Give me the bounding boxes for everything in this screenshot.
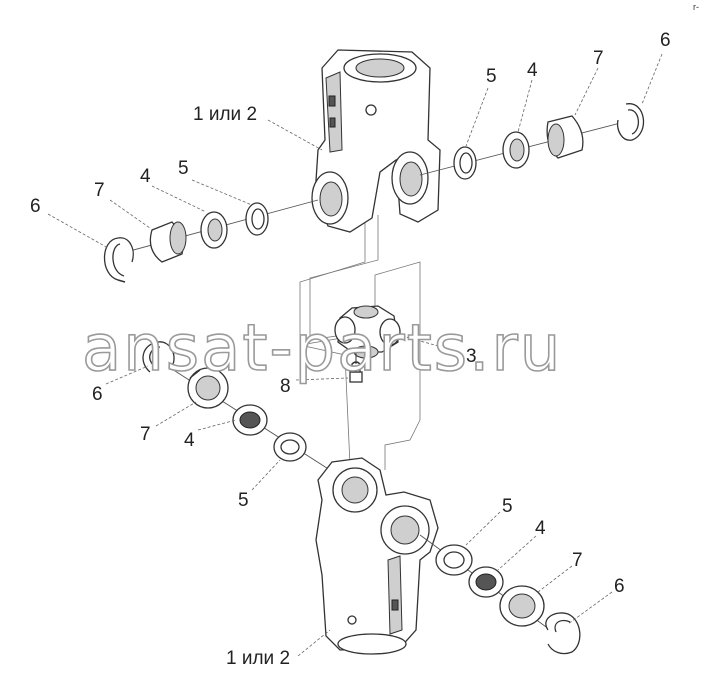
label-lower-right-seal: 4 — [535, 518, 546, 539]
lower-left-washer — [273, 432, 307, 462]
lower-right-washer — [435, 544, 473, 576]
label-lower-left-cup: 7 — [140, 424, 151, 445]
label-upper-left-seal: 4 — [140, 166, 151, 187]
lower-right-seal — [468, 566, 504, 598]
callout-labels: 1 или 2 5 4 7 6 6 7 4 5 3 8 6 7 4 5 5 4 … — [30, 30, 671, 669]
watermark-text: ansat-parts.ru — [82, 312, 562, 386]
upper-left-cup — [149, 221, 187, 263]
lower-left-cup — [187, 367, 229, 409]
label-upper-left-cup: 7 — [94, 180, 105, 201]
lower-right-snap-ring — [545, 612, 581, 655]
label-cross-spider: 3 — [466, 346, 477, 367]
label-lower-left-snap-ring: 6 — [92, 384, 103, 405]
label-upper-yoke: 1 или 2 — [193, 104, 257, 125]
upper-left-washer — [245, 202, 269, 236]
label-lower-yoke: 1 или 2 — [226, 648, 290, 669]
cross-spider — [334, 305, 401, 359]
lower-right-cup — [499, 585, 545, 627]
label-grease-fitting: 8 — [280, 376, 291, 397]
label-lower-right-cup: 7 — [572, 550, 583, 571]
label-upper-left-washer: 5 — [178, 158, 189, 179]
label-upper-left-snap-ring: 6 — [30, 196, 41, 217]
label-upper-right-cup: 7 — [593, 48, 604, 69]
label-lower-left-seal: 4 — [184, 430, 195, 451]
corner-mark: r- — [693, 2, 699, 12]
upper-right-seal — [502, 131, 530, 169]
upper-right-cup — [546, 115, 584, 159]
grease-fitting — [349, 352, 363, 383]
leader-lines — [47, 53, 663, 657]
upper-yoke — [311, 49, 441, 233]
lower-left-snap-ring — [142, 341, 175, 373]
upper-right-snap-ring — [616, 103, 645, 141]
lower-yoke — [315, 457, 439, 655]
label-upper-right-seal: 4 — [527, 60, 538, 81]
label-lower-right-snap-ring: 6 — [614, 576, 625, 597]
lower-left-seal — [232, 404, 268, 436]
upper-right-washer — [453, 146, 477, 180]
label-lower-right-washer: 5 — [502, 496, 513, 517]
upper-left-seal — [200, 211, 228, 249]
label-upper-right-washer: 5 — [486, 66, 497, 87]
label-lower-left-washer: 5 — [238, 490, 249, 511]
label-upper-right-snap-ring: 6 — [660, 30, 671, 51]
upper-left-snap-ring — [104, 237, 134, 283]
